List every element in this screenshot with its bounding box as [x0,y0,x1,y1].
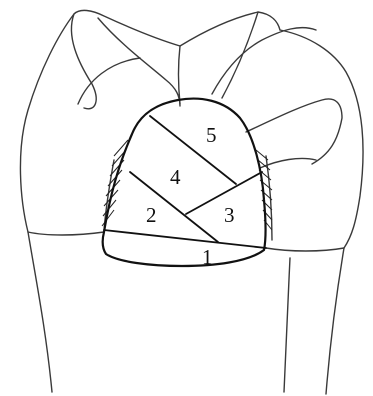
right-cusp-outline [180,12,280,46]
zone-label-2: 2 [146,203,157,227]
divider-upper-diagonal [150,116,236,184]
left-cusp-inner [71,14,96,109]
root-left [28,232,52,392]
tooth-outline [20,10,363,394]
zone-label-3: 3 [224,203,235,227]
left-cusp-ridge [78,58,140,104]
right-cusp-inner [212,28,316,94]
cavity-outline [103,99,266,266]
divider-bottom [104,230,266,248]
crown-base-right [266,248,344,251]
far-right-cusp [280,30,363,248]
zone-label-5: 5 [206,123,217,147]
center-cusp-ridge [179,46,181,104]
root-right [326,248,344,394]
right-bottom-curve [260,158,316,168]
right-cusp-ridge [222,12,258,98]
zone-label-4: 4 [170,165,181,189]
crown-base-left [28,232,104,235]
root-center [284,258,290,392]
zone-dividers [104,116,266,248]
zone-label-1: 1 [202,245,213,269]
cavity-hatching [102,140,272,240]
